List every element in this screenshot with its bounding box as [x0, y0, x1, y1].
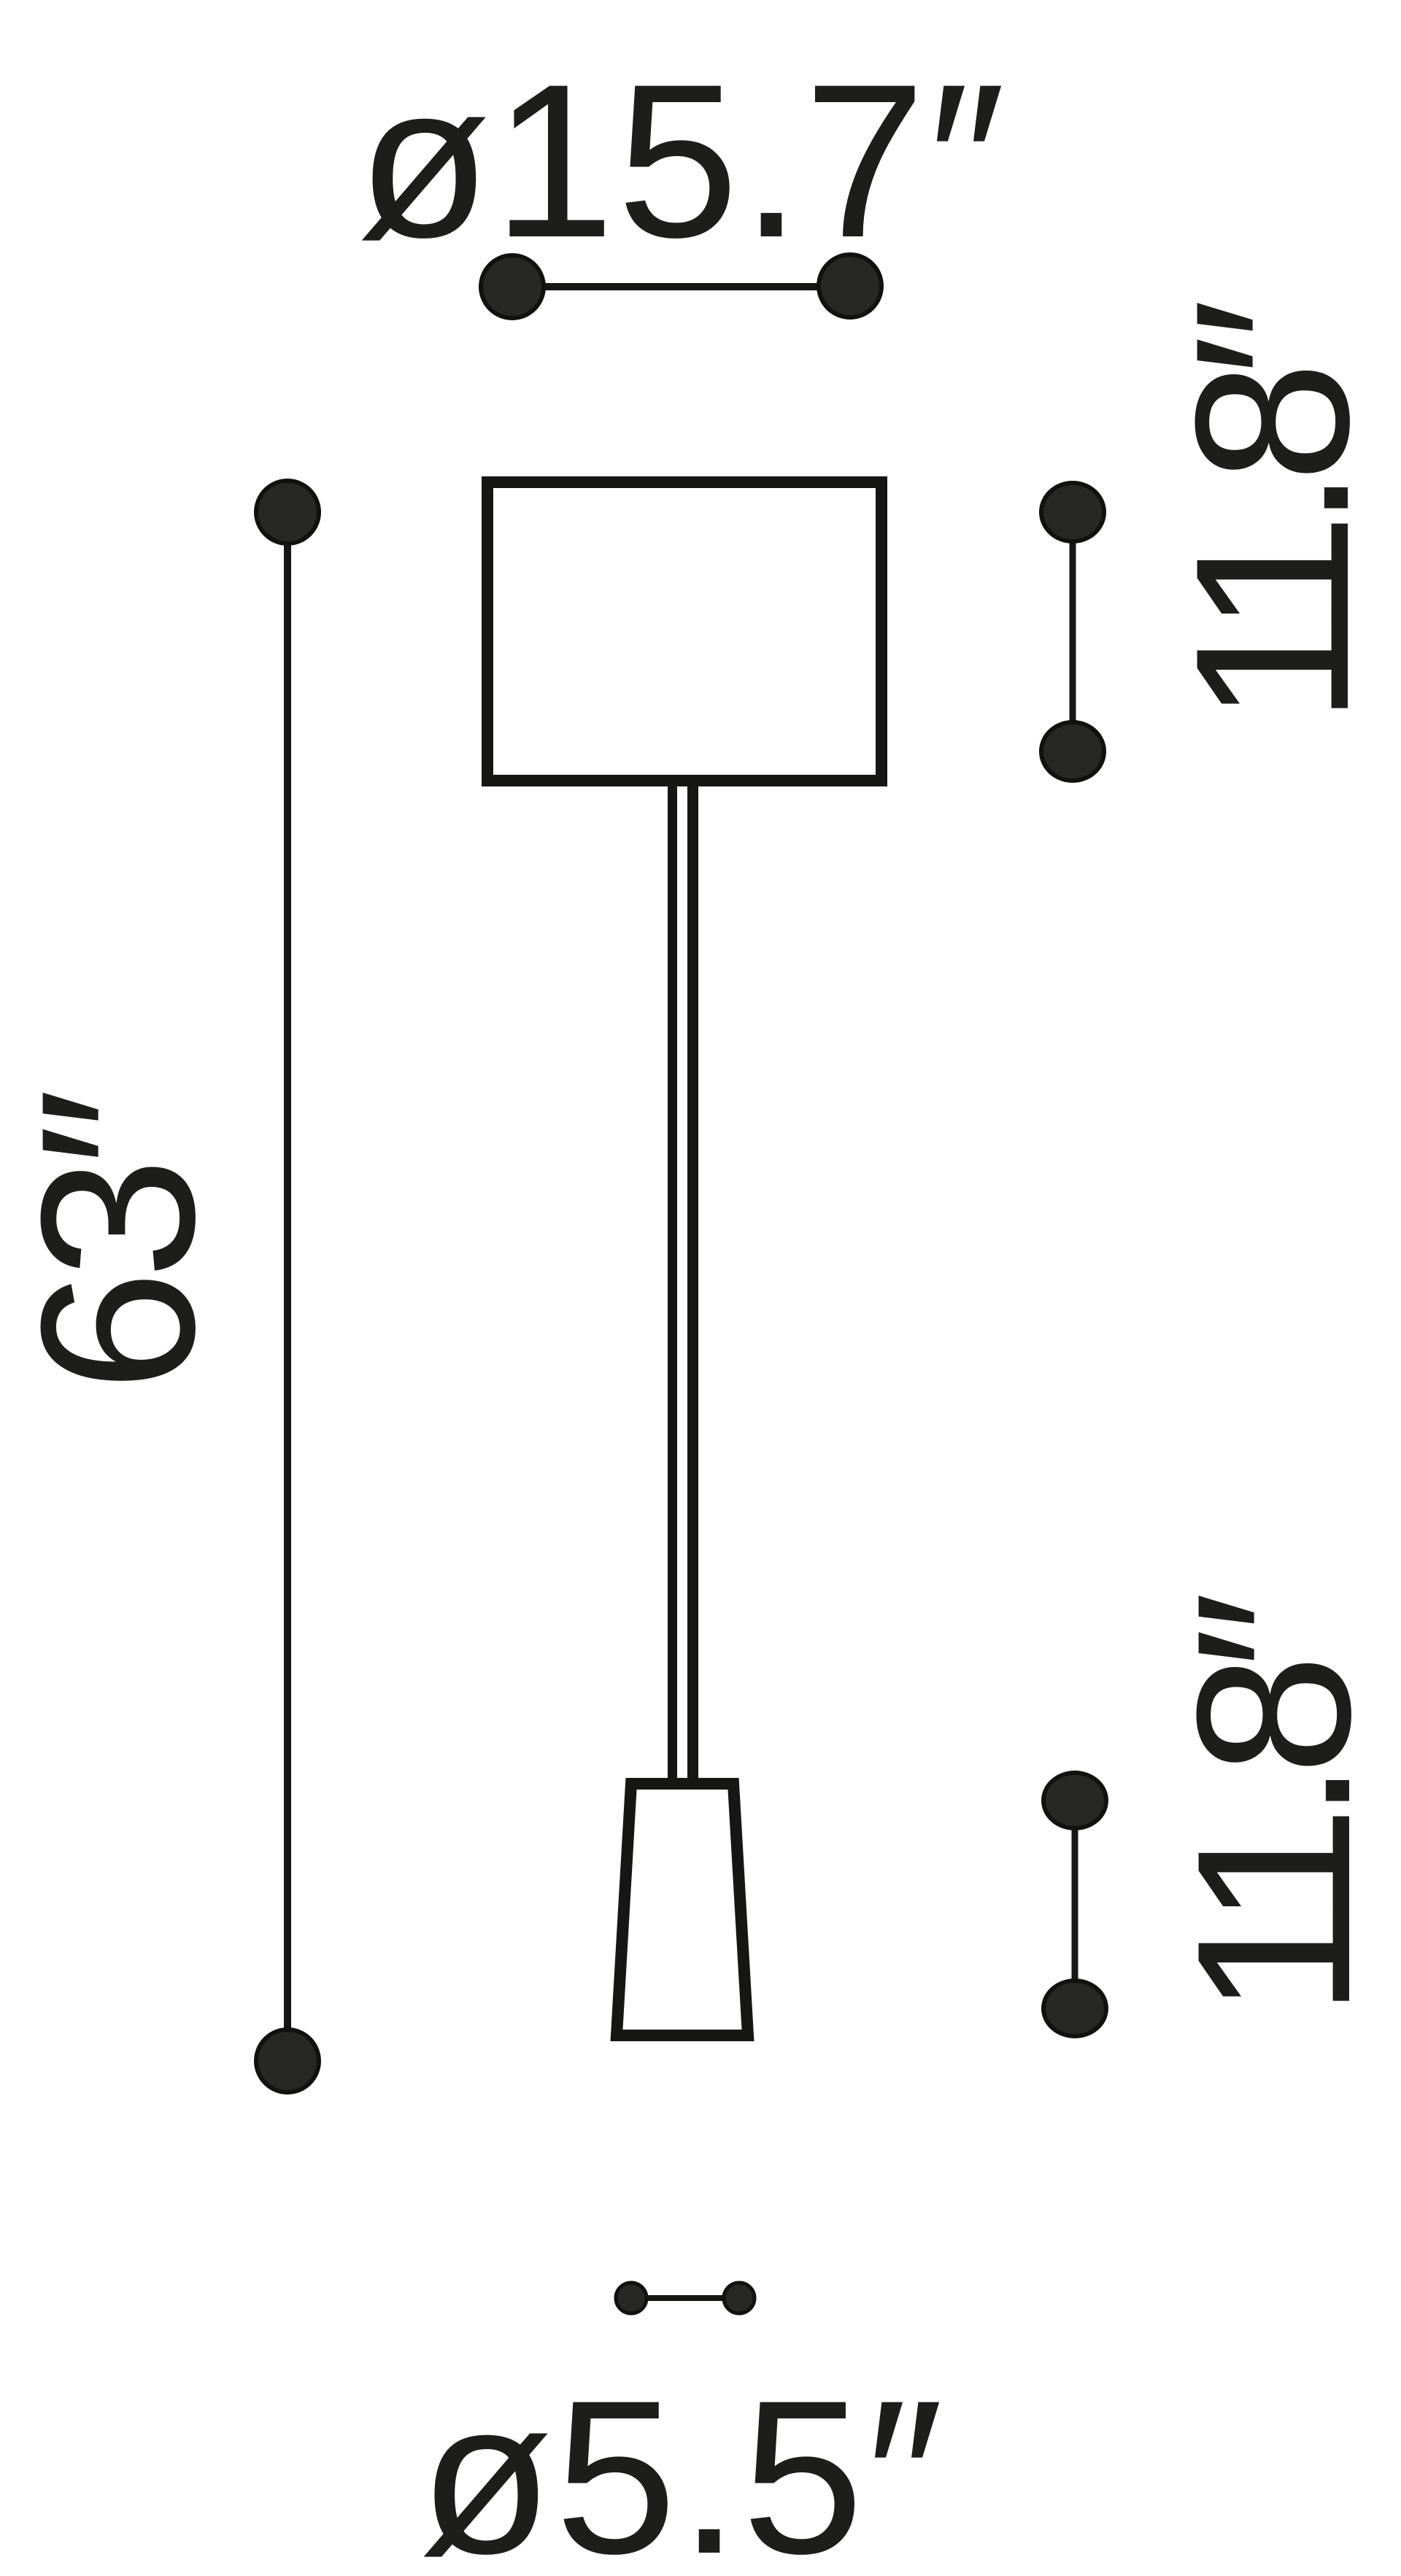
overall-height-label: 63″ [0, 1097, 240, 1392]
base-diameter-dimension-line [614, 2281, 757, 2316]
dimension-dot [1041, 1771, 1108, 1830]
overall-height-dimension-line [254, 479, 321, 2095]
dimension-dot [614, 2281, 649, 2316]
lamp-base-cone [610, 1778, 754, 2041]
base-diameter-label: ø5.5″ [419, 2354, 946, 2576]
dimension-dot [479, 253, 546, 320]
shade-height-dimension-line [1039, 481, 1106, 783]
dimension-dot [722, 2281, 757, 2316]
base-height-dimension-line [1041, 1771, 1108, 2038]
shade-diameter-label: ø15.7″ [357, 38, 1008, 283]
dimension-dot [817, 252, 884, 320]
lamp-shade [482, 476, 887, 786]
base-height-label: 11.8″ [1151, 1606, 1396, 2018]
shade-diameter-dimension-line [479, 252, 884, 320]
lamp-pole [668, 781, 698, 1784]
shade-height-label: 11.8″ [1149, 314, 1394, 725]
dimension-dot [1041, 1979, 1108, 2038]
dimension-dot [1039, 481, 1106, 544]
dimension-dot [1039, 720, 1106, 783]
dimension-dot [254, 2027, 321, 2095]
dimension-dot [254, 479, 321, 546]
